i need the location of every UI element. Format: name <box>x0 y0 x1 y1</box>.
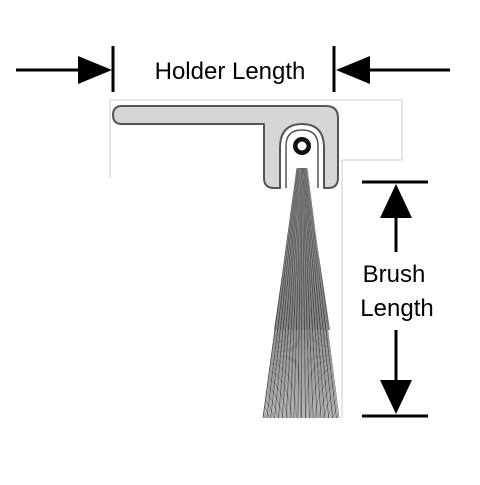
brush-length-dimension: Brush Length <box>360 180 434 418</box>
bristle-fibre <box>306 167 340 419</box>
right-arrow-head <box>336 56 370 84</box>
holder-length-dimension: Holder Length <box>16 46 450 92</box>
holder-length-label: Holder Length <box>155 58 306 85</box>
down-arrow-head <box>380 380 412 414</box>
brush-length-label-line1: Brush <box>363 261 426 288</box>
brush-bead-core <box>297 141 307 151</box>
brush-bristles <box>262 167 340 419</box>
left-arrow-head <box>78 56 112 84</box>
brush-length-label-line2: Length <box>360 295 433 322</box>
guide-lines <box>109 99 403 418</box>
holder-profile <box>112 105 339 189</box>
up-arrow-head <box>380 184 412 218</box>
